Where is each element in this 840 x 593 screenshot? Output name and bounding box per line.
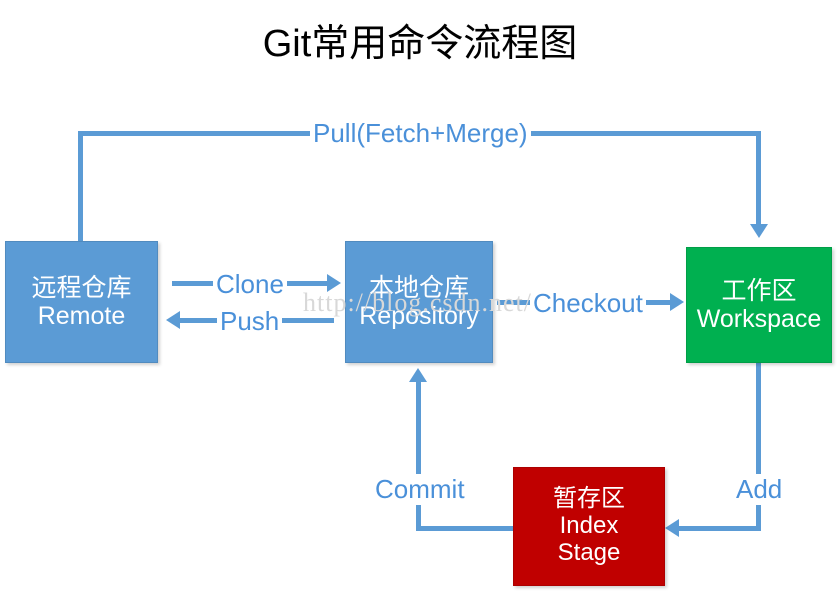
edge-pull-segment-down (756, 131, 761, 225)
edge-pull-segment-up (78, 131, 83, 243)
edge-commit-segment-up (416, 382, 421, 531)
edge-pull-arrowhead (750, 224, 768, 238)
page-title: Git常用命令流程图 (262, 23, 578, 65)
edge-commit-segment-left (416, 526, 515, 531)
edge-label-commit: Commit (372, 474, 468, 505)
node-index-label-cn: 暂存区 (553, 485, 625, 513)
edge-label-checkout: Checkout (530, 288, 646, 319)
node-index[interactable]: 暂存区 Index Stage (513, 467, 665, 586)
node-workspace[interactable]: 工作区 Workspace (686, 247, 832, 363)
edge-add-segment-left (677, 526, 759, 531)
edge-push-arrowhead (166, 311, 180, 329)
edge-commit-arrowhead (409, 368, 427, 382)
node-repository-label-cn: 本地仓库 (368, 274, 469, 302)
edge-add-segment-down (756, 363, 761, 531)
edge-label-add: Add (733, 474, 786, 505)
edge-checkout-arrowhead (670, 293, 684, 311)
node-index-label-en1: Index (559, 512, 619, 540)
node-remote[interactable]: 远程仓库 Remote (5, 241, 158, 363)
edge-label-clone: Clone (213, 269, 287, 300)
node-repository[interactable]: 本地仓库 Repository (345, 241, 493, 363)
edge-clone-arrowhead (327, 274, 341, 292)
node-remote-label-cn: 远程仓库 (31, 274, 132, 302)
edge-label-push: Push (217, 306, 283, 337)
node-remote-label-en: Remote (37, 302, 126, 330)
node-workspace-label-cn: 工作区 (721, 277, 797, 305)
node-index-label-en2: Stage (557, 538, 621, 566)
node-repository-label-en: Repository (359, 302, 479, 330)
edge-add-arrowhead (665, 519, 679, 537)
node-workspace-label-en: Workspace (696, 305, 822, 333)
edge-label-pull: Pull(Fetch+Merge) (310, 118, 531, 149)
